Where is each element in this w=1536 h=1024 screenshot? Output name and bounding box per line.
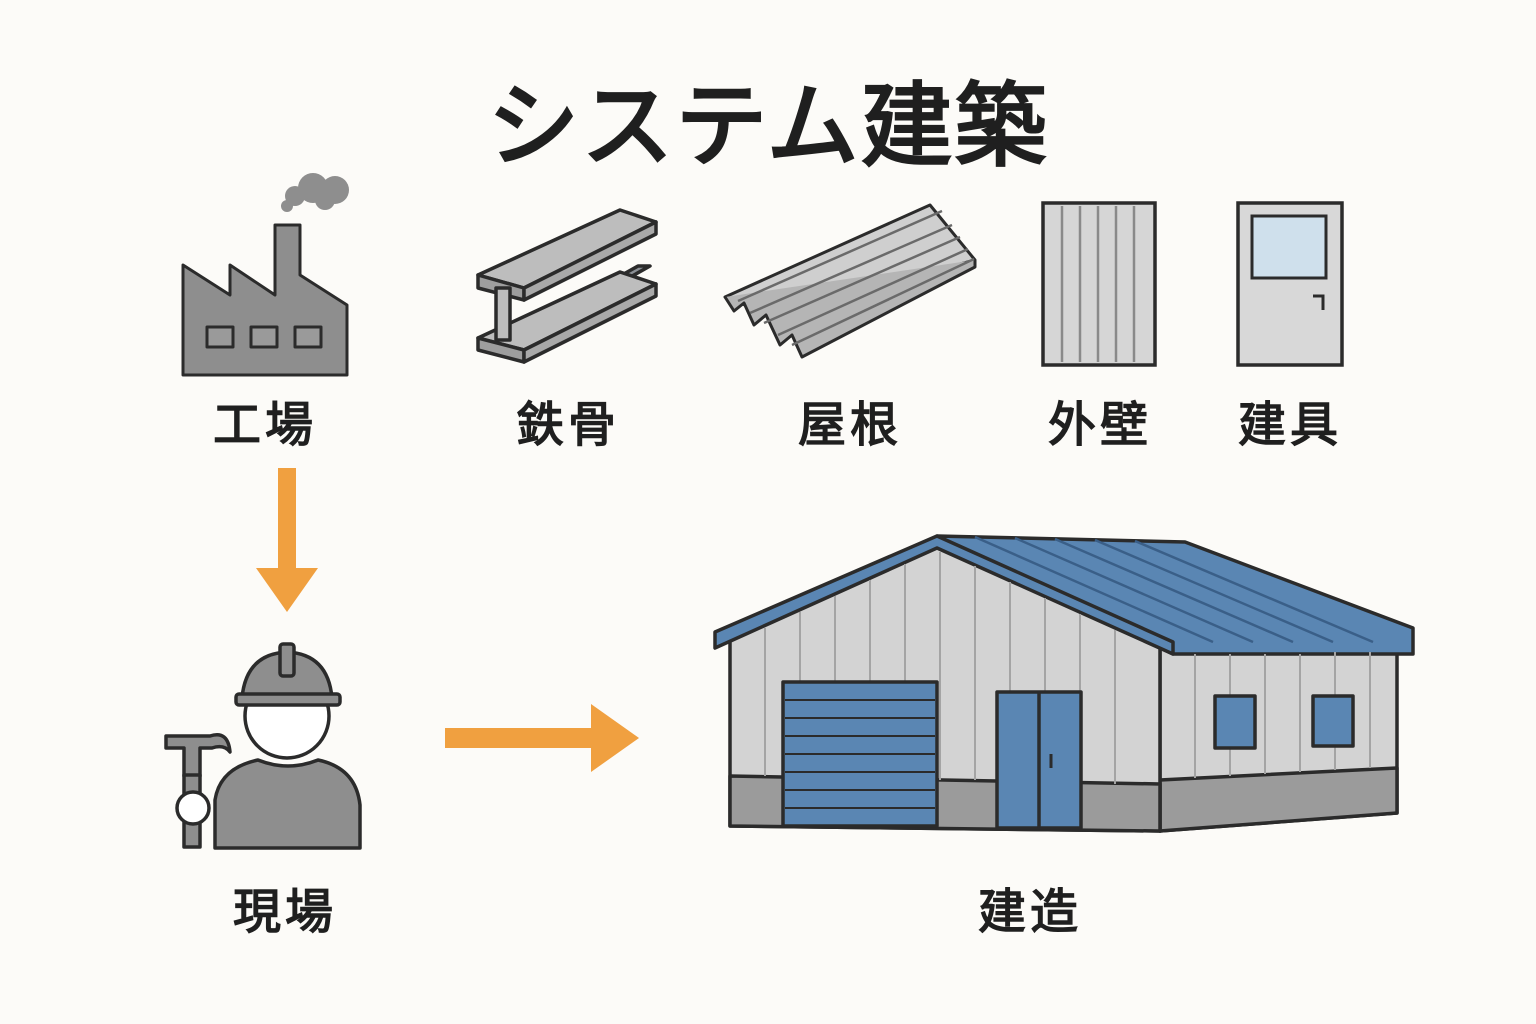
exterior-wall-label: 外壁 bbox=[1047, 397, 1152, 453]
steel-frame-label: 鉄骨 bbox=[515, 397, 620, 453]
construction-worker-icon bbox=[164, 642, 362, 850]
fittings-label: 建具 bbox=[1237, 397, 1342, 453]
diagram-title: システム建築 bbox=[487, 73, 1049, 180]
door-icon bbox=[1236, 201, 1344, 367]
roof-label: 屋根 bbox=[797, 397, 902, 453]
steel-beam-icon bbox=[476, 208, 658, 364]
corrugated-roof-panel-icon bbox=[723, 203, 977, 359]
wall-panel-icon bbox=[1041, 201, 1157, 367]
factory-label: 工場 bbox=[212, 397, 317, 453]
down-arrow-icon bbox=[256, 468, 318, 612]
construction-label: 建造 bbox=[977, 884, 1082, 940]
factory-icon bbox=[181, 173, 349, 377]
right-arrow-icon bbox=[445, 704, 639, 772]
warehouse-building-icon bbox=[713, 534, 1415, 833]
site-label: 現場 bbox=[232, 884, 337, 940]
